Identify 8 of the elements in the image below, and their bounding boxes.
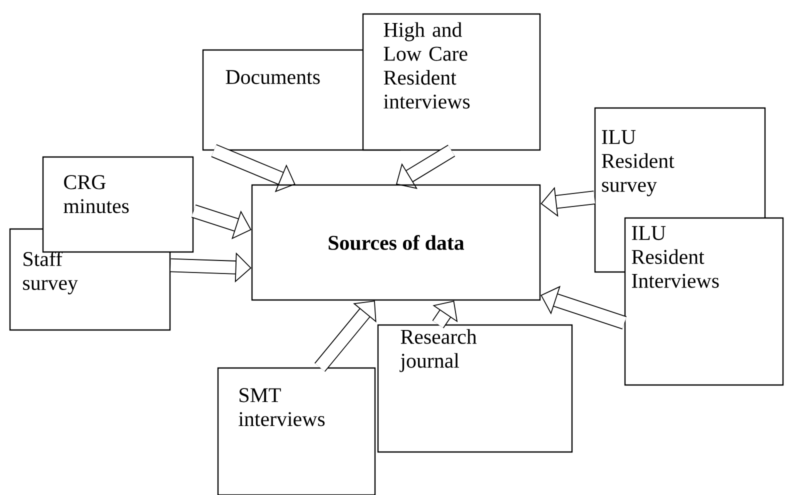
callout-box: High and Low Care Resident interviews [362,13,541,151]
block-arrow [314,300,376,372]
central-box: Sources of data [251,184,541,301]
callout-box: SMT interviews [217,367,376,495]
block-arrow [396,144,456,189]
callout-box: Research journal [377,324,573,453]
callout-box: ILU Resident Interviews [624,217,784,386]
callout-box: CRG minutes [42,156,194,253]
